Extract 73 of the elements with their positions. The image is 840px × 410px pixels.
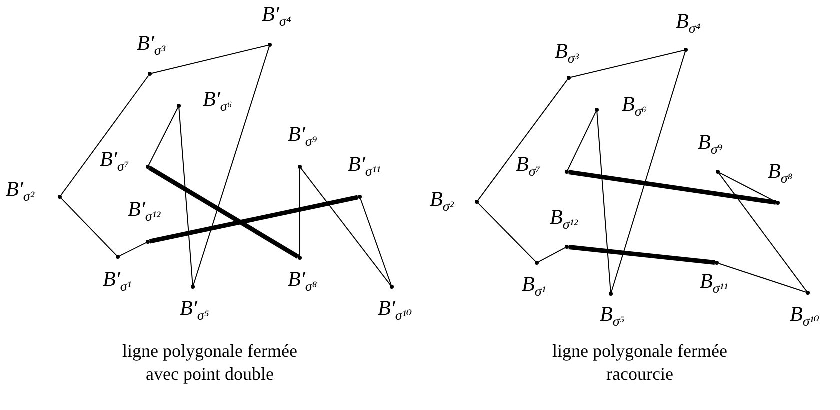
vertex-label: B$_{σ¹¹}$ [700,270,728,298]
polygon-segment [611,51,686,293]
polygon-segment [60,75,150,196]
vertex-label: B$_{σ²}$ [430,188,454,216]
polygon-segment [596,112,612,292]
vertex-dot [716,170,720,174]
polygon-segment [193,46,270,286]
vertex-label: B′$_{σ⁹}$ [288,123,318,151]
figure-caption: ligne polygonale fermée racourcie [552,340,728,386]
polygon-segment [478,79,568,201]
vertex-dot [116,255,120,259]
vertex-dot [715,261,719,265]
polygon-segment [148,107,179,166]
polygon-segment [60,198,118,256]
vertex-dot [191,285,195,289]
vertex-dot [390,285,394,289]
vertex-dot [146,240,150,244]
thick-segment [568,170,776,205]
polygon-segment [718,263,807,293]
vertex-label: B$_{σ⁴}$ [676,10,701,38]
polygon-segment [151,44,269,74]
vertex-dot [177,104,181,108]
vertex-label: B$_{σ¹⁰}$ [790,303,820,331]
vertex-label: B$_{σ⁶}$ [622,93,647,121]
vertex-dot [148,72,152,76]
vertex-label: B′$_{σ²}$ [6,178,35,206]
vertex-dot [567,76,571,80]
vertex-dot [358,195,362,199]
vertex-dot [298,165,302,169]
thick-segment [149,195,359,244]
vertex-label: B$_{σ⁷}$ [516,153,541,181]
vertex-label: B′$_{σ⁸}$ [288,268,318,296]
vertex-dot [806,291,810,295]
vertex-dot [535,261,539,265]
vertex-label: B$_{σ¹}$ [522,273,546,301]
polygon-segment [300,168,392,286]
vertex-label: B$_{σ⁹}$ [698,131,723,159]
thick-segment [568,244,716,266]
vertex-dot [475,200,479,204]
vertex-dot [146,165,150,169]
polygon-segment [478,202,536,262]
vertex-label: B′$_{σ³}$ [137,32,166,60]
vertex-label: B$_{σ³}$ [555,40,579,68]
vertex-label: B′$_{σ¹²}$ [128,198,161,226]
polygon-segment [360,198,392,286]
vertex-label: B′$_{σ¹¹}$ [348,153,381,181]
polygon-segment [119,242,147,257]
polygon-segment [567,111,597,171]
polygon-segment [538,247,566,263]
vertex-dot [776,201,780,205]
polygon-segment [178,108,194,286]
vertex-dot [565,170,569,174]
vertex-dot [684,48,688,52]
vertex-dot [595,108,599,112]
vertex-dot [565,245,569,249]
vertex-label: B$_{σ⁸}$ [768,160,793,188]
vertex-dot [298,256,302,260]
vertex-label: B′$_{σ⁶}$ [203,88,232,116]
vertex-dot [58,195,62,199]
vertex-dot [609,292,613,296]
polygon-segment [718,173,808,292]
vertex-label: B$_{σ⁵}$ [600,303,625,331]
vertex-label: B′$_{σ⁵}$ [180,297,210,325]
thick-segment [148,166,300,259]
figure-caption: ligne polygonale fermée avec point double [122,340,298,386]
polygon-segment [719,172,777,203]
polygon-segment [570,50,685,78]
vertex-label: B′$_{σ⁷}$ [100,148,130,176]
vertex-label: B′$_{σ¹⁰}$ [378,297,412,325]
vertex-label: B′$_{σ¹}$ [103,268,132,296]
vertex-label: B′$_{σ⁴}$ [262,3,292,31]
vertex-label: B$_{σ¹²}$ [550,206,578,234]
vertex-dot [268,43,272,47]
